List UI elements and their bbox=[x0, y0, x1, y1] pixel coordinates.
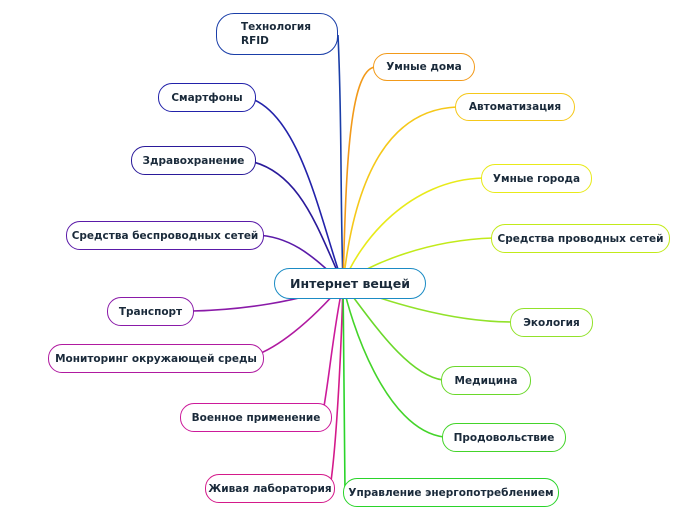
node-center-label: Интернет вещей bbox=[290, 276, 410, 291]
node-transport[interactable]: Транспорт bbox=[107, 297, 194, 326]
node-military-label: Военное применение bbox=[191, 411, 321, 424]
node-energy[interactable]: Управление энергопотреблением bbox=[343, 478, 559, 507]
node-smartphones[interactable]: Смартфоны bbox=[158, 83, 256, 112]
node-rfid-label: Технология RFID bbox=[241, 21, 312, 47]
node-rfid[interactable]: Технология RFID bbox=[216, 13, 338, 55]
node-smart-cities[interactable]: Умные города bbox=[481, 164, 592, 193]
connector-living-lab bbox=[329, 283, 344, 489]
node-food-label: Продовольствие bbox=[453, 431, 555, 444]
node-medicine-label: Медицина bbox=[454, 374, 518, 387]
connector-food bbox=[342, 283, 445, 438]
node-wireless[interactable]: Средства беспроводных сетей bbox=[66, 221, 264, 250]
connector-smart-cities bbox=[342, 177, 484, 285]
node-smartphones-label: Смартфоны bbox=[171, 91, 243, 104]
node-transport-label: Транспорт bbox=[118, 305, 183, 318]
node-medicine[interactable]: Медицина bbox=[441, 366, 531, 395]
node-living-lab-label: Живая лаборатория bbox=[208, 482, 332, 495]
node-food[interactable]: Продовольствие bbox=[442, 423, 566, 452]
node-living-lab[interactable]: Живая лаборатория bbox=[205, 474, 335, 503]
node-env-monitoring[interactable]: Мониторинг окружающей среды bbox=[48, 344, 264, 373]
node-center[interactable]: Интернет вещей bbox=[274, 268, 426, 299]
connector-healthcare bbox=[243, 159, 344, 285]
node-wired[interactable]: Средства проводных сетей bbox=[491, 224, 670, 253]
node-smart-cities-label: Умные города bbox=[492, 172, 581, 185]
connector-automation bbox=[342, 106, 458, 285]
node-ecology[interactable]: Экология bbox=[510, 308, 593, 337]
node-env-monitoring-label: Мониторинг окружающей среды bbox=[55, 352, 257, 365]
node-smart-homes[interactable]: Умные дома bbox=[373, 53, 475, 81]
node-healthcare-label: Здравохранение bbox=[142, 154, 245, 167]
node-wired-label: Средства проводных сетей bbox=[497, 232, 664, 245]
node-ecology-label: Экология bbox=[523, 316, 580, 329]
node-automation-label: Автоматизация bbox=[468, 101, 562, 113]
node-wireless-label: Средства беспроводных сетей bbox=[71, 229, 259, 242]
connector-smart-homes bbox=[342, 66, 376, 285]
node-smart-homes-label: Умные дома bbox=[386, 61, 462, 73]
node-automation[interactable]: Автоматизация bbox=[455, 93, 575, 121]
connector-smartphones bbox=[245, 96, 344, 285]
node-healthcare[interactable]: Здравохранение bbox=[131, 146, 256, 175]
connector-energy bbox=[342, 283, 346, 493]
node-energy-label: Управление энергопотреблением bbox=[348, 486, 554, 499]
connector-rfid bbox=[337, 34, 344, 285]
node-military[interactable]: Военное применение bbox=[180, 403, 332, 432]
